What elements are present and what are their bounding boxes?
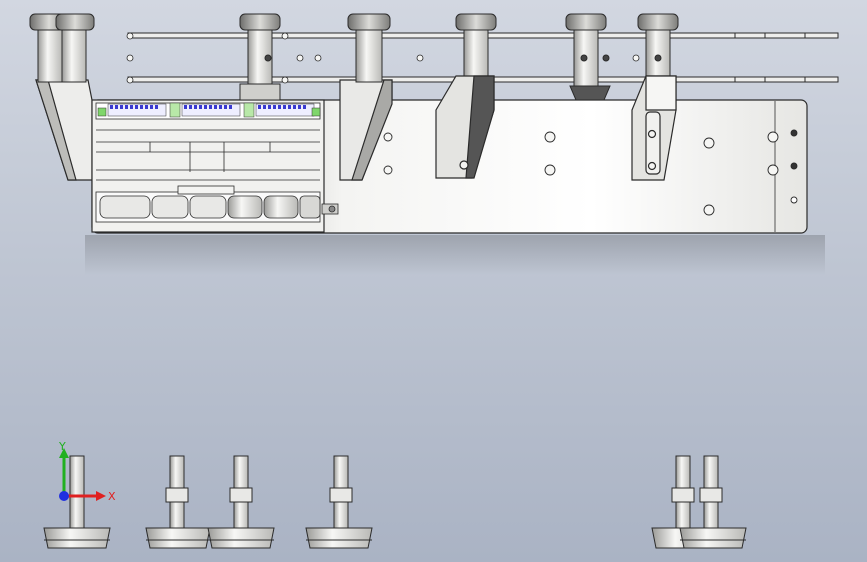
knob-icon xyxy=(55,13,95,31)
y-axis-label: Y xyxy=(58,440,66,453)
plate-bolt-holes xyxy=(383,129,798,216)
circuit-board xyxy=(97,102,321,118)
x-axis-label: X xyxy=(108,490,116,503)
leveling-foot-2[interactable] xyxy=(145,455,211,549)
knob-icon xyxy=(637,13,679,31)
clamp-post-7[interactable] xyxy=(637,13,679,85)
roller-set[interactable] xyxy=(95,185,339,223)
knob-icon xyxy=(565,13,607,31)
leveling-foot-6[interactable] xyxy=(679,455,747,549)
model-shadow xyxy=(85,235,825,275)
clamp-post-6[interactable] xyxy=(565,13,611,101)
knob-icon xyxy=(347,13,391,31)
feeder-module[interactable] xyxy=(91,99,339,233)
left-side-bracket[interactable] xyxy=(35,79,93,181)
right-side-bracket[interactable] xyxy=(339,79,393,181)
z-axis-dot xyxy=(59,491,69,501)
clamp-post-4[interactable] xyxy=(347,13,391,83)
knob-icon xyxy=(455,13,497,31)
clamp-post-3[interactable] xyxy=(239,13,281,101)
angled-support-2[interactable] xyxy=(631,75,677,181)
leveling-foot-1[interactable] xyxy=(43,455,111,549)
clamp-post-2[interactable] xyxy=(55,13,95,83)
knob-icon xyxy=(239,13,281,31)
clamp-post-5[interactable] xyxy=(455,13,497,83)
y-axis-arrowhead xyxy=(59,448,69,458)
angled-support-1[interactable] xyxy=(435,75,495,179)
leveling-foot-3[interactable] xyxy=(207,455,275,549)
orientation-triad[interactable]: Y X xyxy=(50,440,120,510)
x-axis-arrowhead xyxy=(96,491,106,501)
rod-fasteners xyxy=(126,32,640,84)
leveling-foot-4[interactable] xyxy=(305,455,373,549)
